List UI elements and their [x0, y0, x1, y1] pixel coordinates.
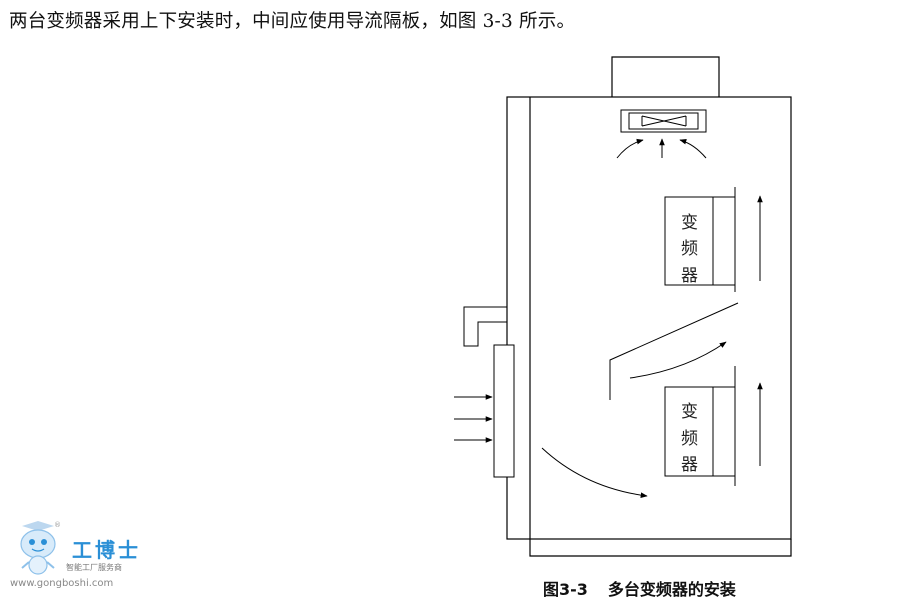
mascot-icon [20, 521, 56, 575]
upper-vfd-label-2: 频 [681, 239, 698, 259]
lower-vfd-label-2: 频 [681, 429, 698, 449]
fan-intake-arrows [616, 138, 707, 159]
bottom-airflow-arrow [541, 447, 648, 498]
brand-name: 工博士 [72, 538, 141, 562]
cabinet-base [529, 539, 792, 557]
figure-caption: 图3-3 多台变频器的安装 [543, 576, 736, 600]
cabinet-outer-frame [506, 96, 792, 540]
registered-mark: ® [54, 521, 61, 529]
brand-url: www.gongboshi.com [10, 578, 114, 589]
upper-vfd-label-3: 器 [681, 266, 698, 286]
side-intake-vent [493, 344, 515, 478]
fan-icon [620, 109, 707, 133]
side-duct [463, 306, 507, 347]
intro-paragraph: 两台变频器采用上下安装时，中间应使用导流隔板，如图 3-3 所示。 [9, 11, 576, 32]
lower-vfd-unit: 变 频 器 [664, 366, 736, 486]
inlet-air-arrows [454, 394, 493, 443]
lower-vfd-label-1: 变 [681, 402, 698, 422]
figure-caption-title: 多台变频器的安装 [607, 580, 736, 599]
upper-vfd-label-1: 变 [681, 213, 698, 233]
watermark-logo: ® 工博士 智能工厂服务商 www.gongboshi.com [8, 520, 138, 600]
exhaust-hood [611, 56, 720, 97]
lower-vfd-label-3: 器 [681, 455, 698, 475]
baffle-airflow-arrow [629, 341, 727, 379]
upper-vfd-unit: 变 频 器 [664, 187, 736, 292]
deflector-baffle [609, 302, 739, 400]
figure-caption-number: 图3-3 [543, 580, 588, 599]
brand-slogan: 智能工厂服务商 [66, 563, 122, 572]
